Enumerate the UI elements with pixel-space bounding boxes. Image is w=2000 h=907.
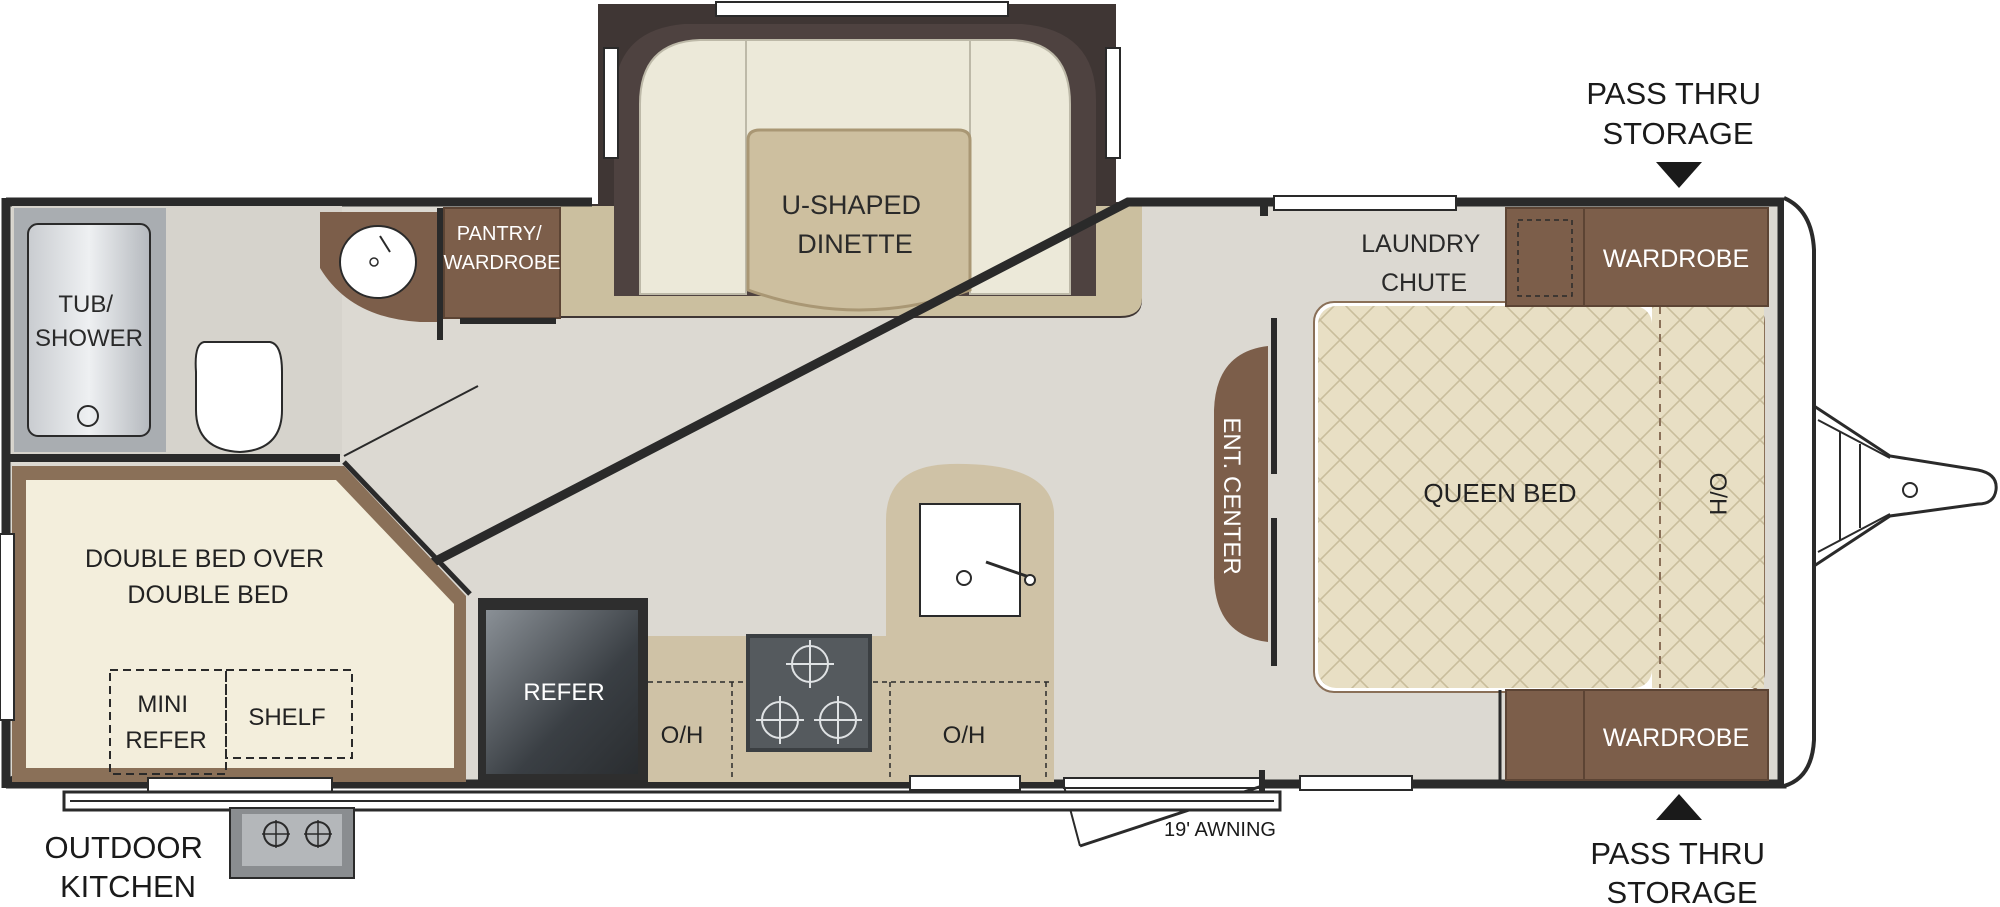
shelf-box: [225, 669, 353, 759]
kitchen-faucet: [985, 560, 1033, 580]
outdoor-burner-grates: [262, 820, 332, 848]
trailer-tongue: [1813, 404, 1998, 568]
burner-2: [756, 696, 804, 744]
mini-refer-label: MINI REFER: [125, 691, 206, 754]
dinette-label: U-SHAPED DINETTE: [781, 190, 928, 259]
tub-shower-label: TUB/ SHOWER: [35, 291, 143, 352]
laundry-chute-hatch: [1517, 219, 1573, 297]
entry-door: [1063, 777, 1263, 789]
tub-basin: [27, 223, 151, 437]
laundry-chute-label: LAUNDRY CHUTE: [1361, 230, 1487, 297]
bunk-mattress: [26, 480, 454, 768]
double-bed-label: DOUBLE BED OVER DOUBLE BED: [85, 545, 331, 609]
kitchen-window-bottom: [909, 775, 1021, 791]
queen-bed-label: QUEEN BED: [1423, 478, 1576, 508]
wardrobe-bottom-label: WARDROBE: [1603, 724, 1749, 752]
refer-label: REFER: [523, 679, 604, 706]
ent-center-label: ENT. CENTER: [1218, 417, 1245, 574]
dinette-window-left: [603, 47, 619, 159]
pantry-wardrobe-label: PANTRY/ WARDROBE: [443, 223, 560, 274]
pass-thru-top-label: PASS THRU STORAGE: [1586, 76, 1769, 151]
toilet: [194, 341, 283, 454]
dinette-window-top: [715, 1, 1009, 17]
kitchen-sink-drain: [956, 570, 972, 586]
outdoor-kitchen-label: OUTDOOR KITCHEN: [44, 830, 211, 904]
mini-refer-box: [109, 669, 227, 775]
pass-thru-bottom-arrow: [1656, 794, 1702, 820]
burner-3: [814, 696, 862, 744]
wardrobe-bottom: [1583, 689, 1769, 781]
ent-center: [1214, 346, 1268, 642]
bedroom-window-bottom: [1299, 775, 1413, 791]
oh-bed-label: O/H: [1704, 473, 1731, 516]
pass-thru-bottom-label: PASS THRU STORAGE: [1590, 836, 1773, 907]
burner-1: [786, 640, 834, 688]
wardrobe-bottom-side: [1505, 689, 1585, 781]
hitch-ball: [1902, 482, 1918, 498]
bath-faucet: [379, 235, 391, 253]
bunk-wall: [342, 460, 472, 596]
wardrobe-top-label: WARDROBE: [1603, 245, 1749, 273]
bunk-window: [0, 533, 15, 721]
pass-thru-top-arrow: [1656, 162, 1702, 188]
queen-bed-oh: [1652, 306, 1764, 688]
laundry-chute-cabinet: [1505, 207, 1585, 307]
front-cap: [1783, 196, 1816, 788]
dinette-table: [746, 128, 972, 312]
bunk-window-bottom: [147, 777, 333, 793]
tub-drain: [77, 405, 99, 427]
pantry-door-line: [460, 318, 556, 324]
bedroom-window-top: [1273, 195, 1457, 211]
shelf-label: SHELF: [248, 704, 325, 731]
bathroom-door: [343, 385, 479, 457]
tongue-frame: [1817, 419, 1891, 553]
oh-left-label: O/H: [661, 722, 704, 749]
queen-bed: [1318, 306, 1652, 688]
outdoor-kitchen-top: [242, 814, 342, 866]
oh-right-label: O/H: [943, 722, 986, 749]
bath-sink-drain: [369, 257, 379, 267]
awning-label: 19' AWNING: [1164, 819, 1276, 841]
wardrobe-top: [1583, 207, 1769, 307]
dinette-window-right: [1105, 47, 1121, 159]
kitchen-sink: [919, 503, 1021, 617]
refer-door: [486, 610, 638, 774]
kitchen-faucet-tip: [1024, 574, 1036, 586]
